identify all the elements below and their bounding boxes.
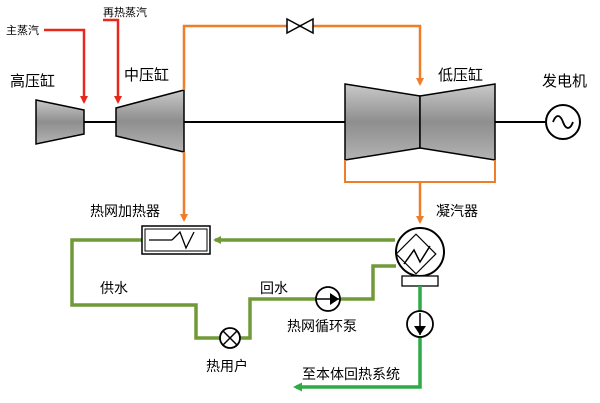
- hp-cylinder-label: 高压缸: [10, 72, 55, 90]
- return-water-label: 回水: [260, 281, 288, 297]
- lp-cylinder-left: [344, 83, 421, 161]
- supply-water-label: 供水: [100, 281, 128, 297]
- crossover-pipe: [182, 24, 424, 90]
- ip-cylinder: [115, 89, 185, 153]
- condenser-label: 凝汽器: [436, 204, 478, 220]
- heat-net-heater-label: 热网加热器: [90, 204, 160, 220]
- main-steam-label: 主蒸汽: [6, 23, 39, 37]
- heat-net-heater-icon: [141, 225, 211, 255]
- heat-net-pump-icon: [315, 286, 341, 312]
- generator-icon: [545, 104, 581, 140]
- condensate-pump-icon: [406, 310, 434, 338]
- generator-label: 发电机: [542, 72, 587, 90]
- reheat-steam-line: [103, 18, 122, 104]
- crossover-valve-icon: [286, 17, 314, 35]
- lp-cylinder-label: 低压缸: [438, 66, 483, 84]
- lp-cylinder-right: [419, 83, 496, 161]
- user-to-pump-return-line: [240, 297, 316, 340]
- reheat-steam-label: 再热蒸汽: [103, 5, 147, 19]
- heat-user-icon: [219, 327, 241, 349]
- to-regen-system-label: 至本体回热系统: [302, 367, 400, 383]
- hp-cylinder: [35, 99, 85, 145]
- ip-cylinder-label: 中压缸: [124, 66, 169, 84]
- heat-user-label: 热用户: [206, 358, 248, 375]
- lp-exhaust-bracket: [344, 160, 496, 183]
- heater-to-user-supply-line: [70, 238, 220, 340]
- pump-to-condenser-line: [340, 264, 396, 301]
- main-steam-line: [44, 28, 88, 104]
- heat-net-pump-label: 热网循环泵: [287, 319, 357, 335]
- condenser-icon: [395, 227, 445, 287]
